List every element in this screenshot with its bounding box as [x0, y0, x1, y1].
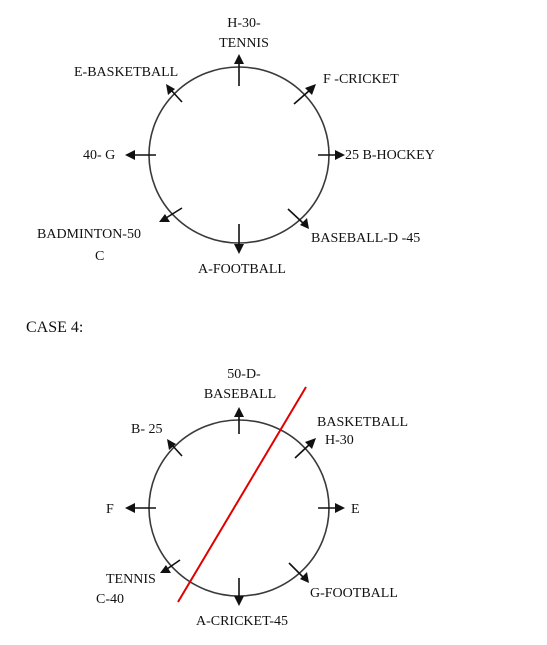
- label-nw: B- 25: [131, 422, 163, 437]
- label-n-line1: 50-D-: [227, 367, 261, 382]
- arrow-nw-2: [167, 439, 183, 457]
- arrow-e-1: [318, 150, 345, 160]
- label-w: 40- G: [83, 148, 115, 163]
- arrow-sw-1: [159, 207, 183, 222]
- label-n-line2: BASEBALL: [204, 387, 276, 402]
- diagram-2: 50-D- BASEBALL BASKETBALL H-30 E G-FOOTB…: [96, 367, 408, 629]
- divider-line: [177, 386, 307, 603]
- arrow-se-2: [288, 562, 309, 583]
- arrow-ne-1: [293, 84, 316, 105]
- label-ne-line1: BASKETBALL: [317, 415, 408, 430]
- label-n-line2: TENNIS: [219, 36, 269, 51]
- label-e: 25 B-HOCKEY: [345, 148, 435, 163]
- label-w: F: [106, 502, 114, 517]
- arrow-se-1: [287, 208, 309, 229]
- label-s: A-CRICKET-45: [196, 614, 288, 629]
- arrow-e-2: [318, 503, 345, 513]
- label-e: E: [351, 502, 360, 517]
- table-circle-2: [148, 419, 330, 597]
- arrow-sw-2: [160, 559, 181, 573]
- label-nw: E-BASKETBALL: [74, 65, 178, 80]
- case-title: CASE 4:: [26, 319, 83, 336]
- arrow-ne-2: [294, 438, 316, 459]
- arrow-n-2: [234, 407, 244, 434]
- label-se: G-FOOTBALL: [310, 586, 398, 601]
- arrow-n-1: [234, 54, 244, 86]
- arrow-w-1: [125, 150, 156, 160]
- arrow-w-2: [125, 503, 156, 513]
- arrow-nw-1: [166, 84, 183, 103]
- label-sw-line2: C-40: [96, 592, 124, 607]
- label-sw-line1: TENNIS: [106, 572, 156, 587]
- label-se: BASEBALL-D -45: [311, 231, 420, 246]
- label-ne: F -CRICKET: [323, 72, 399, 87]
- label-sw-line2: C: [95, 249, 104, 264]
- arrow-s-1: [234, 224, 244, 254]
- label-s: A-FOOTBALL: [198, 262, 286, 277]
- label-sw-line1: BADMINTON-50: [37, 227, 141, 242]
- label-n-line1: H-30-: [227, 16, 261, 31]
- arrow-s-2: [234, 578, 244, 606]
- table-circle-1: [148, 66, 330, 244]
- label-ne-line2: H-30: [325, 433, 354, 448]
- diagram-1: H-30- TENNIS F -CRICKET 25 B-HOCKEY BASE…: [37, 16, 435, 277]
